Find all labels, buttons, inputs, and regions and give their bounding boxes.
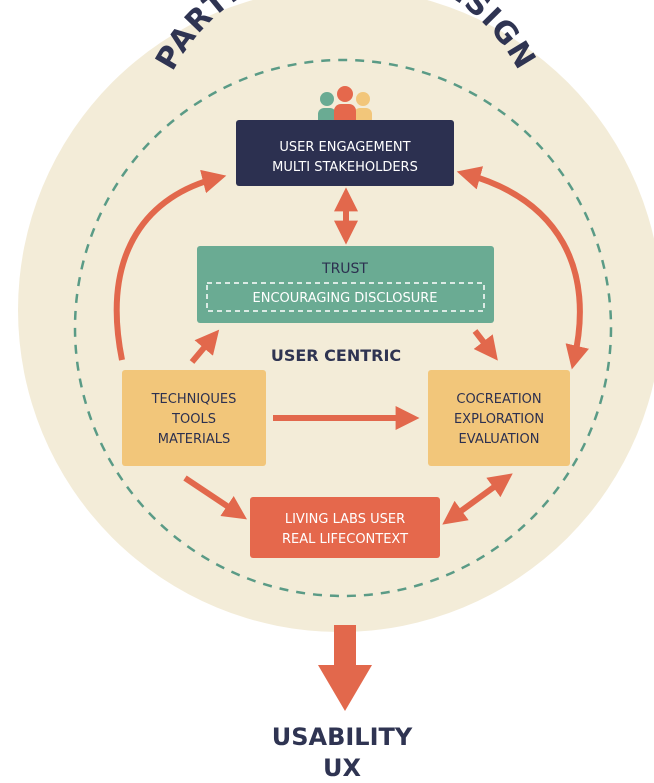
- techniques-line1: TECHNIQUES: [151, 392, 237, 407]
- arrow-techniques-engagement: [113, 169, 227, 361]
- dashed-ring: [73, 58, 613, 598]
- techniques-box: [122, 370, 266, 466]
- user-engagement-line1: USER ENGAGEMENT: [279, 140, 410, 155]
- usability-label: USABILITY: [272, 723, 413, 751]
- cocreation-line3: EVALUATION: [459, 432, 540, 447]
- user-centric-label: USER CENTRIC: [271, 346, 401, 365]
- encouraging-disclosure-label: ENCOURAGING DISCLOSURE: [253, 291, 438, 306]
- cocreation-box: [428, 370, 570, 466]
- techniques-line3: MATERIALS: [158, 432, 231, 447]
- output-arrow: [318, 625, 372, 711]
- arrow-techniques-livinglabs: [183, 475, 247, 520]
- living-labs-line1: LIVING LABS USER: [285, 512, 405, 527]
- cocreation-line2: EXPLORATION: [454, 412, 544, 427]
- arrow-livinglabs-cocreation: [442, 473, 513, 525]
- arrow-engagement-cocreation: [456, 166, 589, 370]
- techniques-line2: TOOLS: [171, 412, 216, 427]
- cocreation-line1: COCREATION: [456, 392, 541, 407]
- living-labs-box: [250, 497, 440, 558]
- disclosure-dashed-frame: [206, 282, 485, 312]
- trust-box: [197, 246, 494, 323]
- living-labs-line2: REAL LIFECONTEXT: [282, 532, 408, 547]
- user-engagement-box: [236, 120, 454, 186]
- user-engagement-line2: MULTI STAKEHOLDERS: [272, 160, 418, 175]
- trust-label: TRUST: [321, 261, 368, 277]
- arrow-techniques-trust: [189, 329, 220, 364]
- arrow-trust-cocreation: [472, 329, 498, 361]
- arrows: [113, 166, 589, 525]
- ux-label: UX: [323, 754, 361, 782]
